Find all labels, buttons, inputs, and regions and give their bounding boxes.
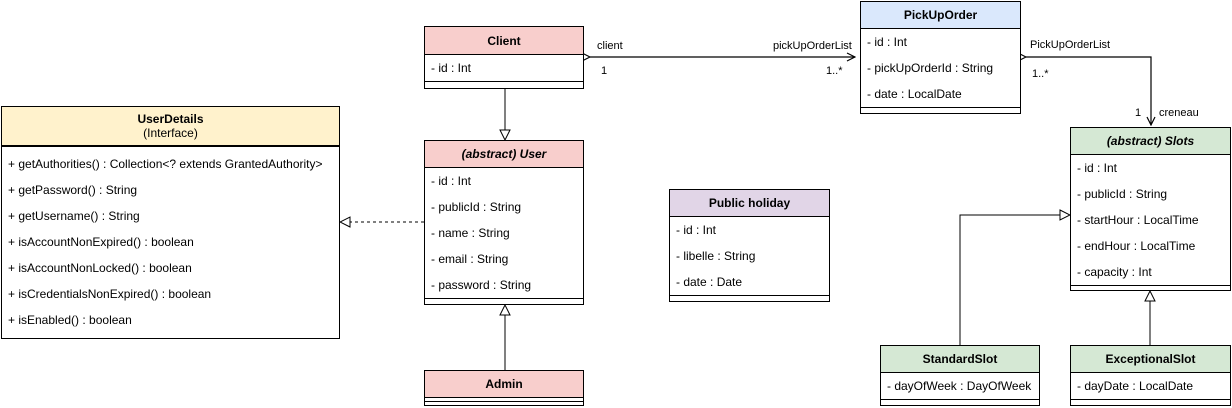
class-title: ExceptionalSlot <box>1105 352 1196 366</box>
attribute: - date : Date <box>676 275 743 289</box>
attribute: - dayOfWeek : DayOfWeek <box>887 379 1032 393</box>
attribute: - libelle : String <box>676 249 756 263</box>
attribute: - name : String <box>431 226 510 240</box>
label-pickuporderlist-role-2: PickUpOrderList <box>1030 39 1111 51</box>
attribute: - id : Int <box>431 174 472 188</box>
separator <box>670 295 829 302</box>
class-title: Client <box>487 33 521 48</box>
class-title: (abstract) User <box>461 147 547 161</box>
association-pickuporder-slots <box>1026 57 1151 125</box>
attribute: - publicId : String <box>1077 187 1168 201</box>
label-pickuporderlist-role: pickUpOrderList <box>773 40 852 52</box>
class-title: UserDetails <box>137 112 204 126</box>
label-creneau-multiplicity: 1 <box>1135 107 1142 119</box>
separator <box>881 399 1039 400</box>
class-public-holiday[interactable]: Public holiday - id : Int - libelle : St… <box>669 189 830 302</box>
class-header: (abstract) User <box>425 141 583 168</box>
class-admin[interactable]: Admin <box>424 370 584 406</box>
class-subtitle: (Interface) <box>143 126 198 140</box>
attribute: - password : String <box>431 278 532 292</box>
class-header: Admin <box>425 371 583 398</box>
attribute: - id : Int <box>1077 161 1118 175</box>
class-header: Client <box>425 27 583 55</box>
separator <box>2 146 339 151</box>
attribute: - id : Int <box>676 223 717 237</box>
class-header: UserDetails (Interface) <box>2 107 339 146</box>
attribute: - pickUpOrderId : String <box>867 61 994 75</box>
separator <box>861 107 1020 114</box>
separator <box>425 81 583 88</box>
attribute: - dayDate : LocalDate <box>1077 379 1194 393</box>
label-client-multiplicity: 1 <box>601 65 608 77</box>
label-pickuporderlist-multiplicity: 1..* <box>826 65 843 77</box>
method: + isAccountNonLocked() : boolean <box>8 261 192 275</box>
class-header: (abstract) Slots <box>1071 128 1230 155</box>
attribute: - publicId : String <box>431 200 522 214</box>
class-userdetails[interactable]: UserDetails (Interface) + getAuthorities… <box>1 106 340 339</box>
class-header: PickUpOrder <box>861 2 1020 29</box>
class-exceptionalslot[interactable]: ExceptionalSlot - dayDate : LocalDate <box>1070 345 1231 406</box>
method: + isEnabled() : boolean <box>8 313 132 327</box>
label-creneau-role: creneau <box>1159 107 1199 119</box>
class-title: Public holiday <box>708 196 791 210</box>
separator <box>1071 399 1230 400</box>
class-title: PickUpOrder <box>903 8 978 22</box>
class-client[interactable]: Client - id : Int <box>424 26 584 89</box>
class-standardslot[interactable]: StandardSlot - dayOfWeek : DayOfWeek <box>880 345 1040 406</box>
attribute: - id : Int <box>867 35 908 49</box>
attribute: - endHour : LocalTime <box>1077 239 1196 253</box>
method: + getAuthorities() : Collection<? extend… <box>8 157 323 171</box>
separator <box>425 401 583 402</box>
class-slots[interactable]: (abstract) Slots - id : Int - publicId :… <box>1070 127 1231 291</box>
class-user[interactable]: (abstract) User - id : Int - publicId : … <box>424 140 584 305</box>
method: + getUsername() : String <box>8 209 140 223</box>
method: + isCredentialsNonExpired() : boolean <box>8 287 212 301</box>
attribute: - startHour : LocalTime <box>1077 213 1199 227</box>
attribute: - date : LocalDate <box>867 87 962 101</box>
class-header: Public holiday <box>670 190 829 217</box>
inheritance-standardslot-slots <box>959 215 1070 345</box>
method: + isAccountNonExpired() : boolean <box>8 235 194 249</box>
class-header: StandardSlot <box>881 346 1039 373</box>
separator <box>425 298 583 305</box>
class-header: ExceptionalSlot <box>1071 346 1230 373</box>
method: + getPassword() : String <box>8 183 138 197</box>
label-client-role: client <box>597 40 623 52</box>
class-title: (abstract) Slots <box>1106 134 1195 148</box>
separator <box>1071 285 1230 292</box>
class-pickuporder[interactable]: PickUpOrder - id : Int - pickUpOrderId :… <box>860 1 1021 114</box>
label-pickuporderlist-multiplicity-2: 1..* <box>1032 68 1049 80</box>
class-title: Admin <box>485 377 523 391</box>
attribute: - email : String <box>431 252 509 266</box>
attribute: - id : Int <box>431 61 472 75</box>
attribute: - capacity : Int <box>1077 265 1152 279</box>
class-title: StandardSlot <box>922 352 998 366</box>
